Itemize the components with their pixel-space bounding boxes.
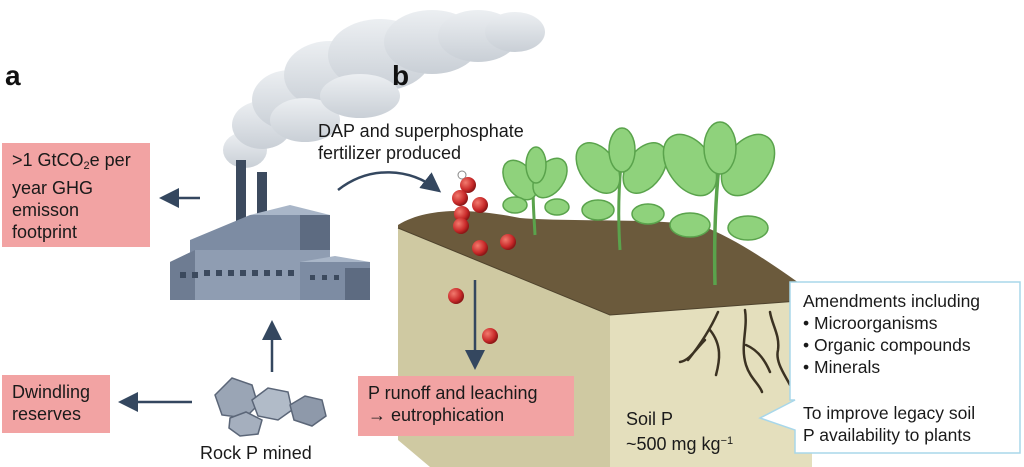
runoff-box: P runoff and leaching → eutrophication bbox=[358, 376, 574, 436]
plant-icon bbox=[502, 121, 776, 286]
reserves-line1: Dwindling bbox=[12, 382, 91, 402]
emissions-prefix: >1 GtCO bbox=[12, 150, 84, 170]
fertilizer-line2: fertilizer produced bbox=[318, 143, 462, 163]
panel-label-b: b bbox=[392, 60, 410, 91]
smoke-plume-icon bbox=[223, 10, 545, 168]
amendments-callout bbox=[758, 281, 1021, 454]
amendments-title: Amendments including bbox=[803, 291, 981, 311]
amendments-item: • Microorganisms bbox=[803, 313, 938, 333]
fertilizer-arrow bbox=[337, 171, 442, 193]
amendments-item: • Organic compounds bbox=[803, 335, 971, 355]
amendments-text: Amendments including • Microorganisms • … bbox=[803, 290, 980, 378]
runoff-line2: → eutrophication bbox=[368, 405, 505, 425]
emissions-box: >1 GtCO2e per year GHG emisson footprint bbox=[2, 143, 150, 247]
emissions-line4: footprint bbox=[12, 222, 78, 242]
fertilizer-line1: DAP and superphosphate bbox=[318, 121, 524, 141]
rock-label: Rock P mined bbox=[200, 443, 312, 463]
reserves-line2: reserves bbox=[12, 404, 82, 424]
root-icon bbox=[678, 308, 792, 394]
amendments-item: • Minerals bbox=[803, 357, 881, 377]
emissions-subscript: 2 bbox=[83, 160, 90, 172]
factory-icon bbox=[170, 160, 370, 300]
reserves-box: Dwindling reserves bbox=[2, 375, 110, 433]
soil-line2: ~500 mg kg bbox=[626, 434, 721, 454]
soil-line1: Soil P bbox=[626, 409, 674, 429]
emissions-suffix: e per bbox=[89, 150, 131, 170]
rock-icon bbox=[214, 377, 327, 437]
amendments-goal-line2: P availability to plants bbox=[803, 425, 971, 445]
emissions-line2: year GHG bbox=[12, 178, 94, 198]
panel-label-a: a bbox=[5, 60, 21, 91]
soil-superscript: −1 bbox=[720, 435, 734, 447]
amendments-goal: To improve legacy soil P availability to… bbox=[803, 402, 975, 446]
runoff-line1: P runoff and leaching bbox=[368, 383, 538, 403]
phosphate-granule-icon bbox=[448, 170, 516, 344]
fertilizer-label: DAP and superphosphate fertilizer produc… bbox=[318, 120, 524, 164]
emissions-line3: emisson bbox=[12, 200, 80, 220]
amendments-goal-line1: To improve legacy soil bbox=[803, 403, 976, 423]
soil-p-label: Soil P ~500 mg kg−1 bbox=[626, 408, 733, 455]
